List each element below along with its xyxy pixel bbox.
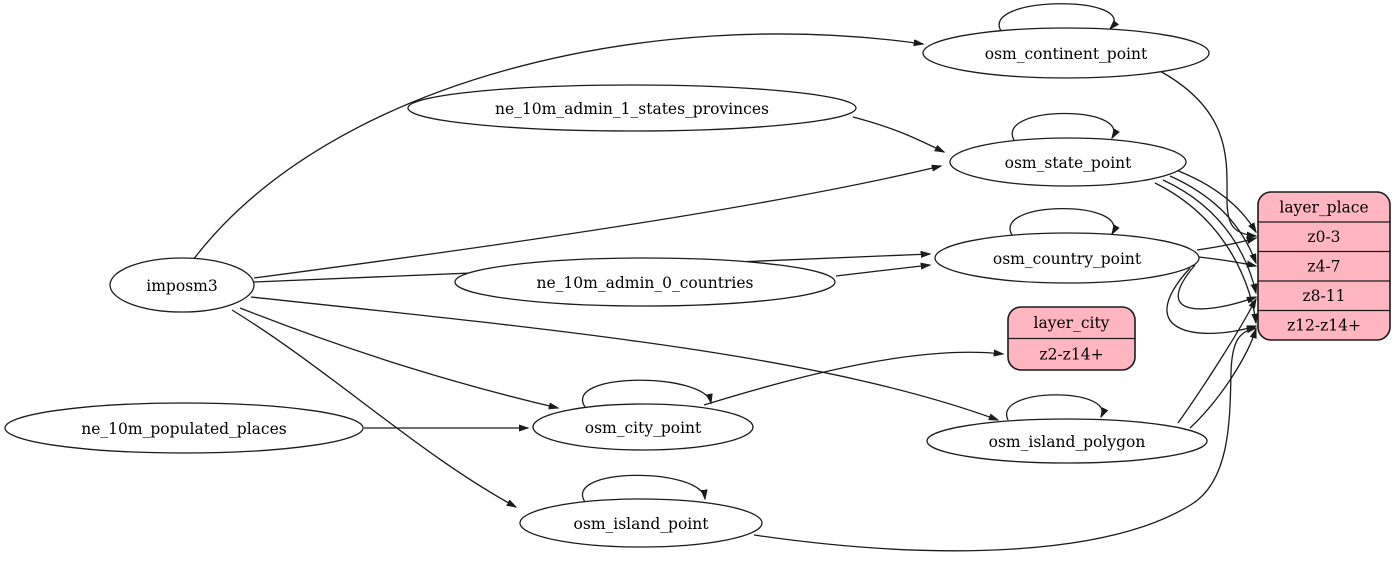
self-loop-osm_island_polygon	[1005, 394, 1103, 421]
self-loop-osm_continent_point	[998, 3, 1114, 32]
record-layer_place: layer_place z0-3 z4-7 z8-11 z12-z14+	[1257, 191, 1391, 341]
ne_10m_admin_1_states_provinces-shape	[407, 84, 857, 132]
edge-ne_10m_admin_1_states_provinces-to-osm_state_point	[852, 116, 944, 152]
edge-osm_state_point-to-layer_place-z8-11	[1162, 179, 1256, 293]
edge-osm_country_point-to-layer_place-z12-z14plus	[1166, 267, 1256, 334]
osm_island_polygon-shape	[926, 418, 1208, 464]
osm_city_point-shape	[532, 403, 754, 451]
osm_continent_point-label: osm_continent_point	[985, 45, 1148, 63]
edge-ne_10m_admin_0_countries-to-osm_country_point	[835, 265, 930, 277]
node-osm_state_point: osm_state_point	[949, 137, 1187, 187]
edge-osm_state_point-to-layer_place-z12-z14plus	[1154, 182, 1256, 323]
edge-osm_state_point-to-layer_place-z0-3	[1175, 169, 1256, 232]
edge-imposm3-to-osm_island_point	[231, 309, 516, 507]
layer_place-row-z0-3: z0-3	[1307, 228, 1340, 246]
osm_island_polygon-label: osm_island_polygon	[989, 433, 1146, 451]
imposm3-shape	[109, 257, 255, 313]
edge-imposm3-to-osm_city_point	[239, 307, 558, 408]
layer_place-title: layer_place	[1279, 199, 1368, 217]
edge-osm_country_point-to-layer_place-z4-7	[1198, 256, 1256, 266]
ne_10m_admin_0_countries-label: ne_10m_admin_0_countries	[537, 274, 754, 292]
edge-osm_country_point-to-layer_place-z0-3	[1196, 238, 1256, 251]
imposm3-label: imposm3	[146, 277, 217, 295]
node-osm_city_point: osm_city_point	[532, 403, 754, 451]
layer_place-row-z8-11: z8-11	[1303, 287, 1346, 305]
edge-osm_island_polygon-to-layer_place-z12-z14plus	[1189, 329, 1256, 429]
edge-imposm3-to-osm_island_polygon	[250, 296, 998, 421]
node-ne_10m_admin_1_states_provinces: ne_10m_admin_1_states_provinces	[407, 84, 857, 132]
ne_10m_populated_places-label: ne_10m_populated_places	[81, 420, 286, 438]
osm_island_point-shape	[519, 498, 763, 548]
edge-osm_continent_point-to-layer_place-z0-3	[1157, 69, 1256, 236]
osm_continent_point-shape	[922, 27, 1210, 79]
layer_place-row-z12-z14plus: z12-z14+	[1287, 317, 1361, 335]
self-loop-osm_island_point	[581, 474, 705, 503]
edge-osm_island_polygon-to-layer_place-z8-11	[1177, 299, 1256, 424]
osm_country_point-shape	[934, 232, 1200, 284]
record-layer_city: layer_city z2-z14+	[1007, 306, 1136, 371]
node-osm_island_polygon: osm_island_polygon	[926, 418, 1208, 464]
self-loop-osm_state_point	[1011, 112, 1114, 141]
edge-imposm3-to-osm_state_point	[253, 166, 941, 279]
ne_10m_admin_0_countries-shape	[454, 257, 836, 307]
self-loop-osm_country_point	[1009, 208, 1114, 235]
self-loop-osm_city_point	[581, 379, 711, 408]
edge-osm_country_point-to-layer_place-z8-11	[1177, 264, 1256, 310]
osm_state_point-label: osm_state_point	[1005, 154, 1133, 172]
layer_place-box	[1257, 191, 1391, 341]
node-ne_10m_admin_0_countries: ne_10m_admin_0_countries	[454, 257, 836, 307]
node-osm_country_point: osm_country_point	[934, 232, 1200, 284]
osm_country_point-label: osm_country_point	[993, 250, 1142, 268]
node-imposm3: imposm3	[109, 257, 255, 313]
node-ne_10m_populated_places: ne_10m_populated_places	[4, 402, 364, 454]
layer_place-row-z4-7: z4-7	[1307, 258, 1340, 276]
osm_city_point-label: osm_city_point	[585, 419, 702, 437]
node-osm_continent_point: osm_continent_point	[922, 27, 1210, 79]
edge-osm_city_point-to-layer_city-z2-z14plus	[703, 352, 1003, 406]
ne_10m_admin_1_states_provinces-label: ne_10m_admin_1_states_provinces	[495, 100, 769, 118]
layer_city-row-z2-z14plus: z2-z14+	[1039, 346, 1103, 364]
osm_island_point-label: osm_island_point	[574, 515, 710, 533]
edge-osm_island_point-to-layer_place-z12-z14plus	[753, 328, 1256, 552]
ne_10m_populated_places-shape	[4, 402, 364, 454]
osm_state_point-shape	[949, 137, 1187, 187]
edge-imposm3-to-osm_continent_point	[192, 33, 923, 261]
layer_city-title: layer_city	[1034, 314, 1110, 332]
edge-osm_state_point-to-layer_place-z4-7	[1169, 175, 1257, 263]
node-osm_island_point: osm_island_point	[519, 498, 763, 548]
